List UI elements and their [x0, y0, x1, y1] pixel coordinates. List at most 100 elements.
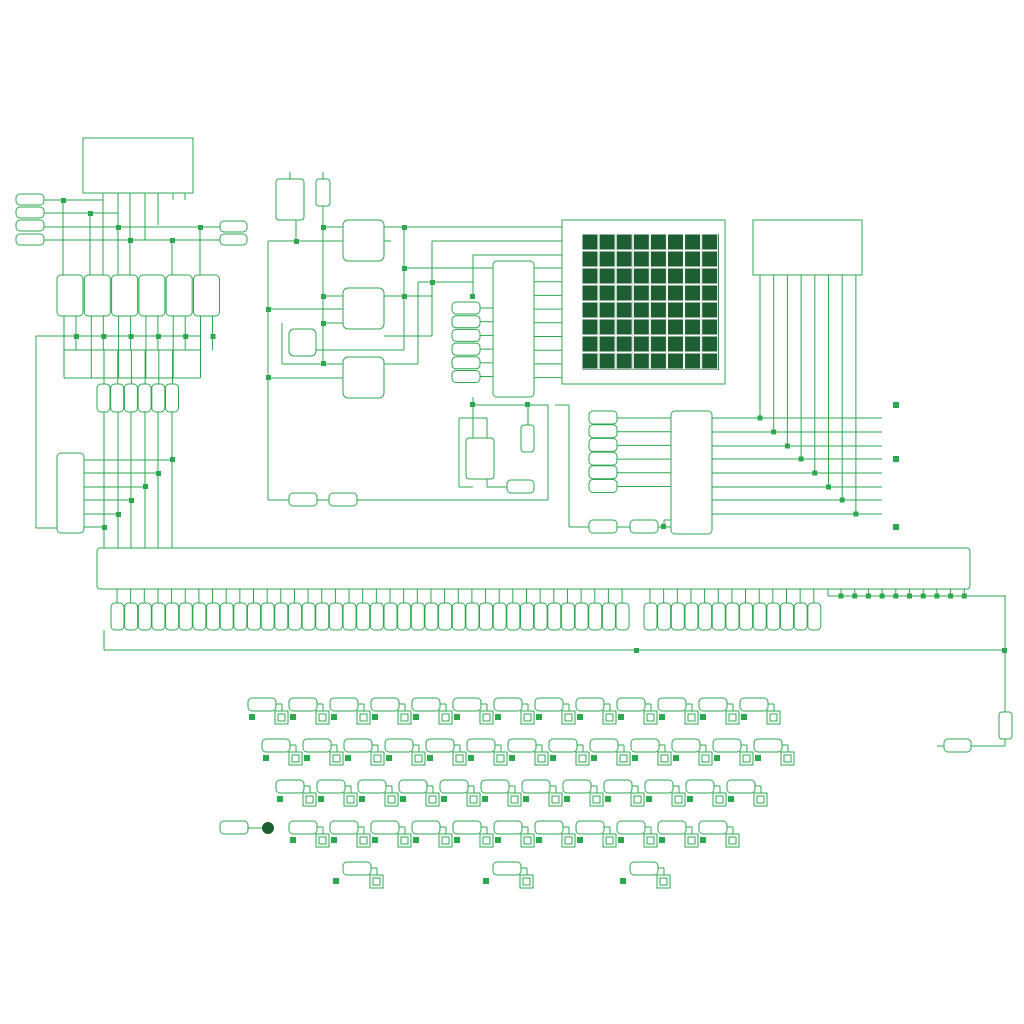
- register-chip[interactable]: [275, 178, 305, 221]
- io-pin[interactable]: [302, 738, 332, 753]
- io-pin[interactable]: [739, 697, 769, 712]
- gate-chip[interactable]: [193, 274, 220, 317]
- input-pin[interactable]: [15, 193, 45, 206]
- status-pin[interactable]: [506, 479, 535, 494]
- buffer-chip[interactable]: [96, 383, 111, 413]
- alu-unit-3[interactable]: [342, 356, 385, 399]
- bus-pin[interactable]: [219, 602, 234, 631]
- io-pin[interactable]: [712, 738, 742, 753]
- bus-pin[interactable]: [479, 602, 494, 631]
- bus-pin[interactable]: [260, 602, 275, 631]
- input-pin[interactable]: [588, 479, 618, 493]
- gate-chip[interactable]: [165, 274, 193, 317]
- alu-unit-1[interactable]: [342, 219, 385, 262]
- bus-pin[interactable]: [670, 602, 685, 631]
- input-pin[interactable]: [288, 492, 318, 507]
- bus-pin[interactable]: [533, 602, 548, 631]
- io-pin[interactable]: [492, 861, 522, 876]
- bus-pin[interactable]: [657, 602, 672, 631]
- flag-chip[interactable]: [520, 424, 535, 453]
- io-pin[interactable]: [534, 697, 564, 712]
- gate-chip[interactable]: [138, 274, 166, 317]
- io-pin[interactable]: [629, 861, 659, 876]
- bus-pin[interactable]: [287, 602, 302, 631]
- bus-pin[interactable]: [124, 602, 139, 631]
- bus-pin[interactable]: [698, 602, 713, 631]
- io-pin[interactable]: [452, 697, 482, 712]
- input-pin[interactable]: [219, 220, 248, 233]
- buffer-chip[interactable]: [123, 383, 138, 413]
- io-pin[interactable]: [384, 738, 414, 753]
- io-pin[interactable]: [247, 697, 277, 712]
- input-pin[interactable]: [588, 451, 618, 466]
- bus-pin[interactable]: [766, 602, 781, 631]
- input-pin[interactable]: [15, 233, 45, 246]
- io-pin[interactable]: [370, 697, 400, 712]
- gate-chip[interactable]: [83, 274, 111, 317]
- io-pin[interactable]: [548, 738, 578, 753]
- memory-cell[interactable]: [451, 370, 481, 383]
- latch-chip[interactable]: [288, 328, 317, 357]
- memory-cell[interactable]: [451, 342, 481, 356]
- bus-pin[interactable]: [506, 602, 521, 631]
- io-pin[interactable]: [726, 779, 756, 794]
- bus-pin[interactable]: [206, 602, 221, 631]
- bus-pin[interactable]: [110, 602, 125, 631]
- io-pin[interactable]: [644, 779, 674, 794]
- memory-cell[interactable]: [451, 315, 481, 329]
- io-pin[interactable]: [493, 820, 523, 835]
- io-pin[interactable]: [439, 779, 469, 794]
- clock-chip[interactable]: [315, 178, 331, 207]
- bus-pin[interactable]: [301, 602, 316, 631]
- io-pin[interactable]: [343, 738, 373, 753]
- buffer-chip[interactable]: [110, 383, 125, 413]
- encoder-chip[interactable]: [670, 410, 713, 535]
- bus-pin[interactable]: [151, 602, 166, 631]
- io-pin[interactable]: [603, 779, 633, 794]
- buffer-chip[interactable]: [165, 383, 179, 413]
- io-pin[interactable]: [507, 738, 537, 753]
- bus-pin[interactable]: [137, 602, 152, 631]
- memory-cell[interactable]: [451, 356, 481, 370]
- io-pin[interactable]: [657, 820, 687, 835]
- input-pin[interactable]: [15, 219, 45, 232]
- io-pin[interactable]: [411, 820, 441, 835]
- bus-pin[interactable]: [410, 602, 425, 631]
- bus-pin[interactable]: [560, 602, 575, 631]
- io-pin[interactable]: [411, 697, 441, 712]
- io-pin[interactable]: [288, 697, 318, 712]
- io-pin[interactable]: [753, 738, 783, 753]
- io-pin[interactable]: [575, 820, 605, 835]
- output-pin[interactable]: [943, 738, 972, 753]
- io-pin[interactable]: [357, 779, 387, 794]
- input-pin[interactable]: [219, 233, 248, 246]
- io-pin[interactable]: [275, 779, 305, 794]
- bus-pin[interactable]: [342, 602, 357, 631]
- input-pin[interactable]: [15, 206, 45, 219]
- bus-pin[interactable]: [274, 602, 289, 631]
- buffer-chip[interactable]: [137, 383, 152, 413]
- bus-pin[interactable]: [793, 602, 808, 631]
- io-pin[interactable]: [398, 779, 428, 794]
- io-pin[interactable]: [616, 697, 646, 712]
- gate-chip[interactable]: [111, 274, 139, 317]
- io-pin[interactable]: [698, 820, 728, 835]
- bus-pin[interactable]: [615, 602, 630, 631]
- bus-pin[interactable]: [192, 602, 207, 631]
- io-pin[interactable]: [288, 820, 318, 835]
- bus-pin[interactable]: [328, 602, 343, 631]
- io-pin[interactable]: [370, 820, 400, 835]
- bus-pin[interactable]: [684, 602, 699, 631]
- gate-chip[interactable]: [56, 274, 84, 317]
- alu-unit-2[interactable]: [342, 287, 385, 330]
- input-pin[interactable]: [588, 410, 618, 425]
- bus-pin[interactable]: [520, 602, 534, 631]
- clock-pin[interactable]: [219, 820, 249, 835]
- io-pin[interactable]: [521, 779, 551, 794]
- memory-chip[interactable]: [492, 260, 535, 398]
- io-pin[interactable]: [534, 820, 564, 835]
- bus-pin[interactable]: [178, 602, 193, 631]
- bus-pin[interactable]: [397, 602, 412, 631]
- bus-pin[interactable]: [383, 602, 398, 631]
- io-pin[interactable]: [575, 697, 605, 712]
